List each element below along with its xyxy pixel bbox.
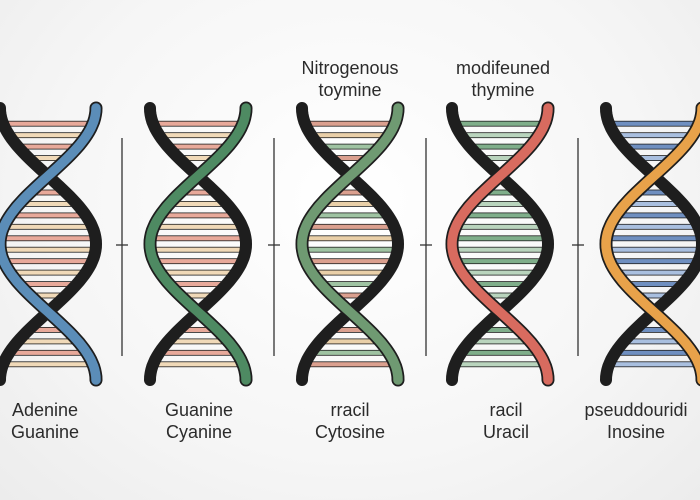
helix-2-base-pair (159, 212, 237, 219)
helix-4-base-pair (455, 258, 545, 265)
helix-3-front-strand (297, 103, 403, 385)
helix-4-back-strand (446, 102, 555, 386)
helix-5-base-pair (614, 349, 694, 356)
helix-2-base-pair (153, 258, 243, 265)
helix-4-base-pair (454, 361, 546, 368)
helix-2-base-pair (158, 349, 238, 356)
helix-5-base-pair (608, 361, 700, 368)
helix-4-top-line-2: thymine (471, 80, 535, 100)
helix-4-front-strand (447, 103, 553, 385)
helix-3-top-line-2: toymine (318, 80, 382, 100)
helix-2-base-pair (158, 132, 238, 139)
helix-4-base-pair (454, 120, 546, 127)
helix-5-bottom-label: pseuddouridi Inosine (561, 399, 700, 443)
helix-4-base-pair (455, 223, 545, 230)
helix-4-base-pair (461, 269, 539, 276)
helix-2-base-pair (153, 223, 243, 230)
helix-2-base-pair (149, 246, 246, 253)
helix-3-top-label: Nitrogenous toymine (270, 57, 430, 101)
helix-4-top-label: modifeuned thymine (423, 57, 583, 101)
helix-4-bottom-line-2: Uracil (482, 422, 529, 442)
helix-5-base-pair (614, 132, 694, 139)
helix-5-base-pair (609, 223, 699, 230)
helix-1-base-pair (9, 269, 87, 276)
divider-3 (420, 138, 432, 356)
helix-5-base-pair (608, 120, 700, 127)
helix-1-back-strand (0, 102, 103, 386)
helix-1-base-pair (0, 246, 96, 253)
helix-4 (445, 101, 555, 387)
helix-3-base-pair (301, 235, 398, 242)
helix-4-bottom-label: racil Uracil (426, 399, 586, 443)
helix-3-bottom-line-2: Cytosine (314, 422, 386, 442)
helix-3-base-pair (310, 132, 390, 139)
helix-2-base-pair (159, 269, 237, 276)
helix-2-bottom-line-2: Cyanine (165, 422, 233, 442)
helix-1-bottom-line-1: Adenine (11, 400, 79, 420)
helix-1-base-pair (0, 235, 96, 242)
helix-5 (599, 101, 700, 387)
helix-2 (143, 101, 253, 387)
helix-1-bottom-label: Adenine Guanine (0, 399, 125, 443)
helix-3-base-pair (311, 269, 389, 276)
helix-1-base-pair (2, 361, 94, 368)
helix-4-base-pair (461, 212, 539, 219)
helix-1-base-pair (2, 120, 94, 127)
divider-4 (572, 138, 584, 356)
helix-2-base-pair (149, 235, 246, 242)
helix-2-bottom-label: Guanine Cyanine (119, 399, 279, 443)
helix-3-base-pair (301, 246, 398, 253)
helix-5-base-pair (609, 258, 699, 265)
helix-1-base-pair (8, 349, 88, 356)
helix-3 (295, 101, 405, 387)
divider-1 (116, 138, 128, 356)
helix-2-base-pair (152, 120, 244, 127)
helix-5-bottom-line-2: Inosine (606, 422, 666, 442)
helix-5-base-pair (615, 212, 693, 219)
helix-2-bottom-line-1: Guanine (164, 400, 234, 420)
helix-1-bottom-line-2: Guanine (10, 422, 80, 442)
helix-3-base-pair (304, 120, 396, 127)
helix-1-base-pair (8, 132, 88, 139)
helix-3-base-pair (305, 258, 395, 265)
helix-3-bottom-label: rracil Cytosine (270, 399, 430, 443)
helix-3-base-pair (305, 223, 395, 230)
helix-4-top-line-1: modifeuned (455, 58, 551, 78)
divider-2 (268, 138, 280, 356)
helix-1-front-strand (0, 103, 101, 385)
helix-4-base-pair (460, 132, 540, 139)
helix-3-back-strand (296, 102, 405, 386)
helix-5-back-strand (600, 102, 700, 386)
helix-3-top-line-1: Nitrogenous (301, 58, 399, 78)
helix-3-base-pair (304, 361, 396, 368)
helix-5-bottom-line-1: pseuddouridi (584, 400, 688, 420)
helix-1-base-pair (9, 212, 87, 219)
helix-3-bottom-line-1: rracil (330, 400, 370, 420)
helix-1 (0, 101, 103, 387)
helix-1-base-pair (3, 258, 93, 265)
helix-4-base-pair (460, 349, 540, 356)
helix-3-base-pair (311, 212, 389, 219)
helix-5-base-pair (606, 246, 700, 253)
helix-1-base-pair (3, 223, 93, 230)
helix-2-front-strand (145, 103, 251, 385)
helix-5-front-strand (601, 103, 700, 385)
helix-3-base-pair (310, 349, 390, 356)
helix-5-base-pair (615, 269, 693, 276)
helix-4-bottom-line-1: racil (489, 400, 523, 420)
helix-4-base-pair (451, 246, 548, 253)
helix-2-base-pair (152, 361, 244, 368)
helix-5-base-pair (606, 235, 700, 242)
helix-2-back-strand (144, 102, 253, 386)
helix-4-base-pair (451, 235, 548, 242)
